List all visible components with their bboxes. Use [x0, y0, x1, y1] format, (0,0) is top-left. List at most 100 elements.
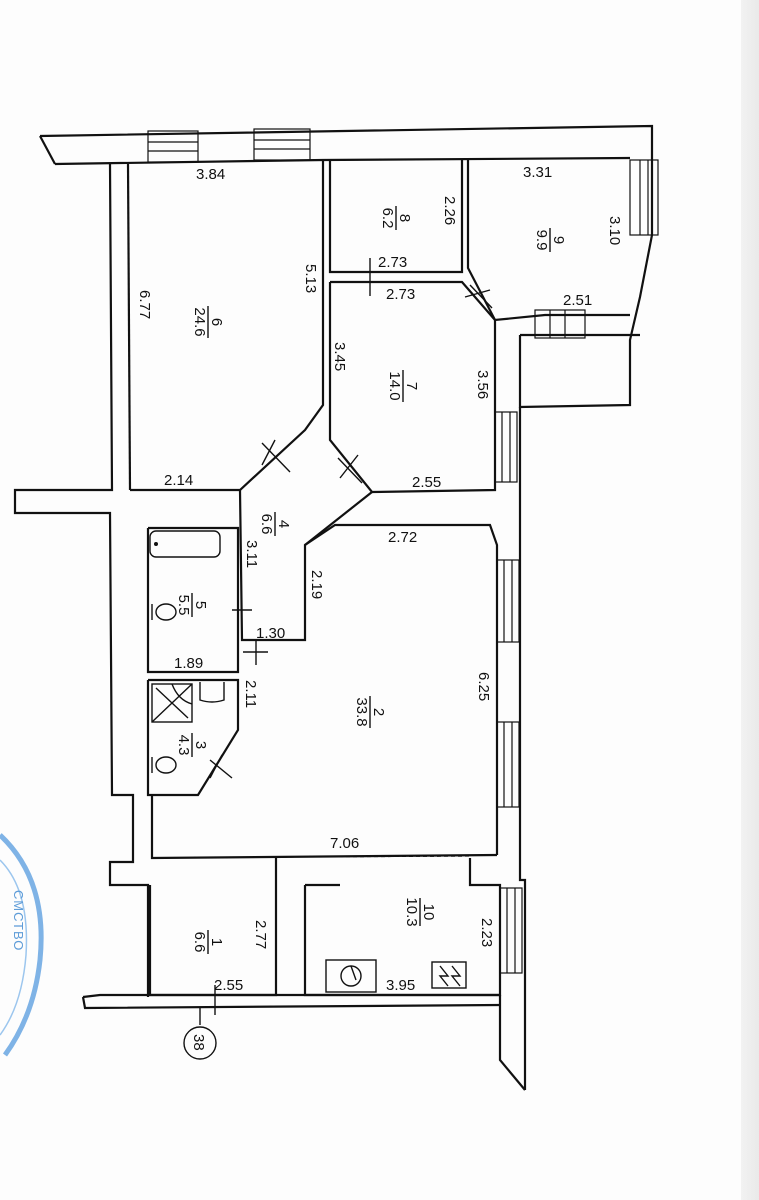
window-room-2-a	[496, 559, 520, 643]
axis-marker: 38	[183, 1008, 217, 1060]
shower-icon	[151, 683, 193, 723]
room-area: 9.9	[533, 230, 550, 251]
dim-label: 2.14	[164, 472, 193, 489]
dim-label: 2.77	[252, 920, 269, 949]
windows	[147, 128, 659, 974]
dim-label: 5.13	[302, 264, 319, 293]
room-10-label: 10 10.3	[403, 897, 437, 926]
dim-label: 3.84	[196, 166, 225, 183]
room-area: 6.2	[379, 208, 396, 229]
bathtub-icon	[149, 530, 221, 558]
window-balcony	[534, 309, 586, 339]
door-room-7	[337, 454, 363, 484]
dim-label: 2.73	[386, 286, 415, 303]
room-area: 6.6	[258, 514, 275, 535]
room-5-box	[146, 526, 240, 674]
room-number: 5	[192, 601, 209, 609]
room-number: 2	[370, 708, 387, 716]
dim-label: 2.11	[242, 680, 259, 708]
room-6-label: 6 24.6	[191, 306, 225, 338]
right-wall-upper	[518, 160, 654, 409]
dim-label: 2.72	[388, 529, 417, 546]
left-wall-inner	[126, 163, 132, 491]
room-8-box	[328, 160, 464, 274]
dim-label: 2.51	[563, 292, 592, 309]
room-number: 3	[192, 741, 209, 749]
electric-panel-icon	[431, 961, 467, 989]
window-room-9	[629, 159, 659, 236]
room-area: 4.3	[175, 735, 192, 756]
room-number: 1	[208, 938, 225, 946]
door-corridor	[243, 640, 268, 665]
room-number: 7	[403, 382, 420, 390]
sink-icon	[199, 682, 225, 703]
room-number: 9	[550, 236, 567, 244]
dim-label: 3.45	[331, 342, 348, 371]
walls	[13, 124, 654, 1091]
dim-label: 3.56	[474, 370, 491, 399]
dim-label: 1.30	[256, 625, 285, 642]
dim-label: 3.95	[386, 977, 415, 994]
room-number: 6	[208, 318, 225, 326]
room-7-box	[328, 280, 497, 494]
dim-label: 7.06	[330, 835, 359, 852]
room-1-label: 1 6.6	[191, 930, 225, 954]
dim-label: 6.25	[475, 672, 492, 701]
room-9-label: 9 9.9	[533, 228, 567, 252]
right-wall-tail	[498, 995, 526, 1091]
door-room-3	[209, 754, 233, 779]
boiler-icon	[325, 959, 377, 993]
dimension-labels: 3.84 2.14 2.73 2.73 3.31 2.51 2.55 2.72 …	[136, 164, 623, 994]
room-3-label: 3 4.3	[175, 733, 209, 757]
dim-label: 2.26	[441, 196, 458, 225]
stamp-text: СМСТВО	[11, 890, 26, 951]
bottom-wall-outer	[81, 996, 501, 1010]
toilet-icon-room-5	[151, 603, 177, 621]
fixtures	[149, 530, 467, 993]
dim-label: 3.31	[523, 164, 552, 181]
room-area: 10.3	[403, 897, 420, 926]
dim-label: 2.23	[478, 918, 495, 947]
dim-label: 2.55	[214, 977, 243, 994]
room-1-box	[148, 858, 278, 997]
dim-label: 3.10	[606, 216, 623, 245]
room-number: 8	[396, 214, 413, 222]
window-room-10	[499, 887, 523, 974]
left-wall-upper	[13, 163, 150, 997]
dim-label: 3.11	[243, 540, 260, 568]
room-10-box	[303, 858, 502, 997]
right-wall	[518, 407, 527, 1090]
stamp: СМСТВО	[0, 833, 44, 1057]
doors	[209, 258, 493, 1015]
door-room-6	[261, 439, 291, 473]
dashed-partition	[275, 855, 471, 858]
room-area: 33.8	[353, 697, 370, 726]
dim-label: 2.19	[308, 570, 325, 599]
room-4-walls	[238, 489, 499, 855]
room-2-label: 2 33.8	[353, 696, 387, 728]
dim-label: 1.89	[174, 655, 203, 672]
room-4-label: 4 6.6	[258, 512, 292, 536]
room-labels: 6 24.6 7 14.0 8 6.2 9 9.9 4	[175, 206, 567, 954]
room-area: 14.0	[386, 371, 403, 400]
dim-label: 2.55	[412, 474, 441, 491]
room-number: 10	[420, 904, 437, 921]
window-room-2-b	[496, 721, 520, 808]
room-area: 5.5	[175, 595, 192, 616]
top-wall	[39, 124, 654, 160]
dim-label: 2.73	[378, 254, 407, 271]
window-top-1	[147, 130, 199, 163]
room-area: 24.6	[191, 307, 208, 336]
dim-label: 6.77	[136, 290, 153, 319]
room-2-left	[150, 795, 498, 860]
room-7-label: 7 14.0	[386, 370, 420, 402]
room-5-label: 5 5.5	[175, 593, 209, 617]
window-top-2	[253, 128, 311, 161]
door-room-9	[464, 284, 493, 309]
room-4-lower-left	[304, 491, 373, 546]
toilet-icon-room-3	[151, 756, 177, 774]
scan-edge	[741, 0, 759, 1200]
axis-marker-label: 38	[190, 1034, 207, 1051]
window-room-7	[494, 411, 518, 483]
